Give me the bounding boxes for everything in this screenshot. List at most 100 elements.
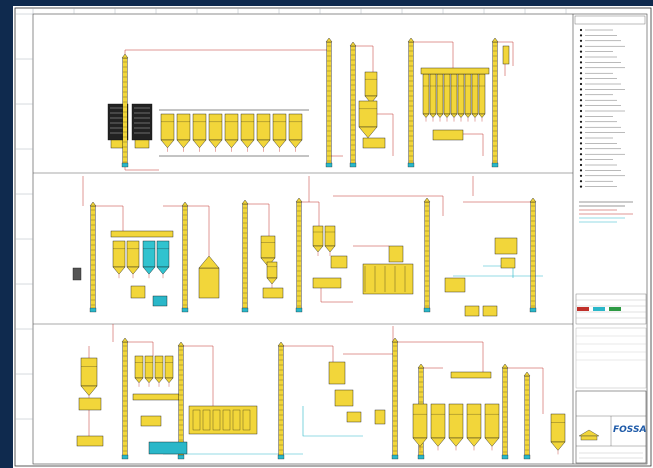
pipe-line <box>395 341 484 372</box>
legend-symbol <box>579 153 583 156</box>
control-panel <box>72 267 82 281</box>
grinder <box>202 409 211 431</box>
silo-bin <box>478 73 486 122</box>
silo-bin <box>176 113 191 152</box>
machine <box>464 305 480 317</box>
machine <box>110 230 174 238</box>
silo-bin <box>324 225 336 256</box>
silo-bin <box>164 355 174 387</box>
logo-emblem <box>578 429 600 441</box>
silo-bin <box>457 73 465 122</box>
legend-symbol <box>579 126 583 129</box>
silo-bin <box>134 355 144 387</box>
pipe-line <box>505 367 544 414</box>
legend-symbol <box>579 185 583 188</box>
bucket-elevator <box>121 53 129 168</box>
machine <box>132 393 180 401</box>
mixer <box>130 285 146 299</box>
sheet-border <box>14 7 652 467</box>
machine <box>482 305 498 317</box>
hopper <box>198 255 220 269</box>
legend-symbol <box>579 147 583 150</box>
silo-bin <box>412 403 428 451</box>
machine <box>450 371 492 379</box>
pipe-line <box>302 406 363 437</box>
silo-bin <box>550 413 566 455</box>
pipe-line <box>185 205 210 256</box>
grinder <box>242 409 251 431</box>
pipe-line <box>245 203 270 236</box>
silo-bin <box>272 113 287 152</box>
silo-bin <box>126 240 140 279</box>
silo-bin <box>256 113 271 152</box>
silo-bin <box>144 355 154 387</box>
bucket-elevator <box>241 199 249 313</box>
legend-symbol <box>579 77 583 80</box>
bucket-elevator <box>349 41 357 168</box>
machine <box>432 129 464 141</box>
silo-bin <box>448 403 464 451</box>
legend-symbol <box>579 158 583 161</box>
silo-bin <box>422 73 430 122</box>
legend-symbol <box>579 34 583 37</box>
legend-symbol <box>579 66 583 69</box>
machine <box>140 415 162 427</box>
legend-symbol <box>579 115 583 118</box>
bucket-elevator <box>325 37 333 168</box>
pipe-line <box>320 288 353 303</box>
machine <box>500 257 516 269</box>
silo-bin <box>240 113 255 152</box>
silo-bin <box>288 113 303 152</box>
pipe-line <box>463 133 484 156</box>
machine <box>420 67 490 75</box>
silo-bin <box>466 403 482 451</box>
machine <box>262 287 284 299</box>
legend-symbol <box>579 99 583 102</box>
legend-symbol <box>579 28 583 32</box>
silo-bin <box>142 240 156 279</box>
silo-bin <box>429 73 437 122</box>
legend-symbol <box>579 169 583 172</box>
silo-bin <box>471 73 479 122</box>
legend-header-box <box>574 15 646 25</box>
notes-table <box>575 327 647 389</box>
bucket-elevator <box>407 37 415 168</box>
mixer <box>152 295 168 307</box>
silo-bin <box>160 113 175 152</box>
machine <box>78 397 102 411</box>
silo-bin <box>358 100 378 142</box>
machine <box>334 389 354 407</box>
equipment-layer <box>72 37 566 460</box>
revision-table <box>575 293 647 325</box>
machine <box>346 411 362 423</box>
legend-symbol <box>579 136 583 140</box>
bucket-elevator <box>295 197 303 313</box>
legend-symbol <box>579 142 583 145</box>
silo-bin <box>208 113 223 152</box>
pipe-line <box>353 45 374 72</box>
legend-symbol <box>579 61 583 64</box>
legend-symbol <box>579 88 583 91</box>
bucket-elevator <box>177 341 185 460</box>
machine <box>362 137 386 149</box>
pipe-line <box>124 46 330 58</box>
legend-symbol <box>579 174 583 177</box>
grinder <box>192 409 201 431</box>
pipe-line <box>163 205 184 231</box>
grinder <box>232 409 241 431</box>
title-block: FOSSA <box>575 390 646 464</box>
pipe-line <box>377 113 394 156</box>
bucket-elevator <box>121 337 129 460</box>
bucket-elevator <box>523 371 531 460</box>
pipe-line <box>333 195 444 216</box>
pipe-line <box>124 166 159 171</box>
legend-symbol <box>579 45 583 48</box>
silo-bin <box>192 113 207 152</box>
legend-symbol <box>579 180 583 183</box>
legend-symbol <box>579 93 583 96</box>
legend-symbol <box>579 72 583 75</box>
bucket-elevator <box>181 201 189 313</box>
silo-bin <box>364 71 378 108</box>
silo-bin <box>430 403 446 451</box>
grid-ruler-top <box>32 8 567 14</box>
